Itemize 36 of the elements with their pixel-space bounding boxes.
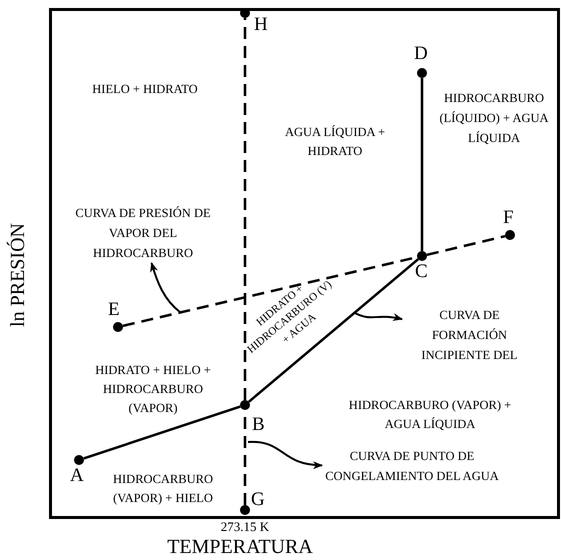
point-label: E	[108, 300, 120, 319]
callout-text: CURVA DE PRESIÓN DE VAPOR DEL HIDROCARBURO	[68, 203, 218, 263]
callout-text: CURVA DE FORMACIÓN INCIPIENTE DEL	[402, 305, 537, 365]
phase-region-label: HIDROCARBURO (VAPOR) + AGUA LÍQUIDA	[348, 397, 512, 433]
phase-curve	[248, 258, 419, 403]
point-dot	[74, 455, 84, 465]
leader-arrow	[354, 312, 403, 322]
dashed-curve	[244, 18, 246, 400]
point-dot	[417, 251, 427, 261]
dashed-curve	[426, 234, 506, 256]
phase-region-label: HIDRATO + HIELO + HIDROCARBURO (VAPOR)	[94, 362, 212, 417]
point-dot	[417, 68, 427, 78]
point-dot	[240, 400, 250, 410]
point-label: A	[70, 466, 84, 485]
phase-curve	[83, 405, 241, 460]
point-label: B	[252, 415, 265, 434]
phase-region-label: HIDROCARBURO (LÍQUIDO) + AGUA LÍQUIDA	[438, 90, 550, 147]
point-label: F	[503, 208, 514, 227]
point-dot	[505, 230, 515, 240]
point-label: H	[254, 15, 268, 34]
phase-region-label: HIELO + HIDRATO	[91, 81, 199, 98]
callout-text: CURVA DE PUNTO DE CONGELAMIENTO DEL AGUA	[322, 446, 502, 486]
axis-title: TEMPERATURA	[166, 537, 314, 557]
point-label: G	[251, 490, 265, 509]
point-dot	[240, 505, 250, 515]
phase-curve	[420, 78, 424, 251]
phase-region-label: AGUA LÍQUIDA + HIDRATO	[284, 124, 386, 160]
tick-label: 273.15 K	[220, 520, 270, 533]
leader-arrow	[248, 441, 323, 469]
point-label: D	[414, 44, 428, 63]
leader-arrow	[150, 262, 181, 313]
phase-region-label: HIDROCARBURO (VAPOR) + HIELO	[112, 471, 214, 507]
point-dot	[113, 322, 123, 332]
point-dot	[240, 8, 250, 18]
axis-title: ln PRESIÓN	[8, 222, 28, 329]
point-label: C	[415, 262, 428, 281]
